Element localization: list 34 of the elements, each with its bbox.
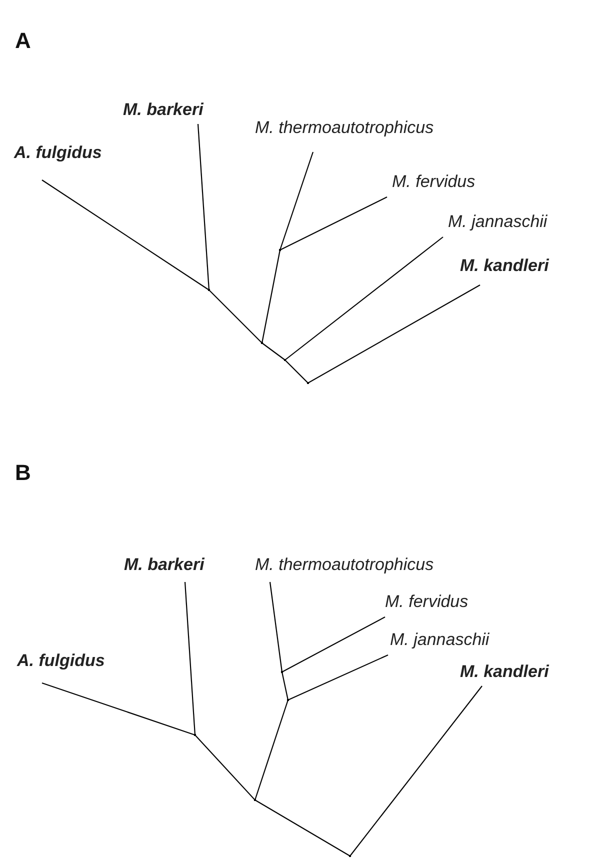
taxon-label: M. thermoautotrophicus — [255, 118, 434, 138]
tree-branch — [194, 734, 256, 800]
taxon-label: M. fervidus — [385, 592, 468, 612]
taxon-label: M. jannaschii — [448, 212, 548, 232]
tree-branch — [284, 236, 444, 360]
tree-branch — [279, 152, 314, 250]
panel-label: A — [15, 28, 31, 54]
taxon-label: M. jannaschii — [390, 630, 490, 650]
taxon-label: M. kandleri — [460, 256, 549, 276]
taxon-label: A. fulgidus — [14, 143, 102, 163]
tree-branch — [261, 250, 281, 344]
tree-branch — [282, 616, 386, 672]
tree-branch — [281, 672, 289, 700]
taxon-label: M. thermoautotrophicus — [255, 555, 434, 575]
taxon-label: M. fervidus — [392, 172, 476, 192]
tree-branch — [42, 682, 196, 736]
tree-branch — [308, 284, 480, 384]
tree-branch — [197, 124, 210, 290]
taxon-label: M. barkeri — [123, 100, 204, 120]
tree-branch — [42, 180, 210, 290]
taxon-label: M. barkeri — [124, 555, 204, 575]
taxon-label: A. fulgidus — [17, 651, 105, 671]
tree-branch — [350, 686, 482, 856]
tree-branch — [280, 196, 388, 250]
taxon-label: M. kandleri — [460, 662, 549, 682]
tree-branch — [288, 654, 388, 700]
tree-branch — [284, 360, 308, 384]
tree-branch — [254, 700, 289, 800]
panel-label: B — [15, 460, 31, 486]
tree-branch — [184, 582, 196, 736]
tree-branch — [254, 800, 350, 856]
tree-branch — [269, 582, 283, 672]
tree-branch — [208, 290, 262, 344]
tree-branch — [262, 342, 286, 360]
